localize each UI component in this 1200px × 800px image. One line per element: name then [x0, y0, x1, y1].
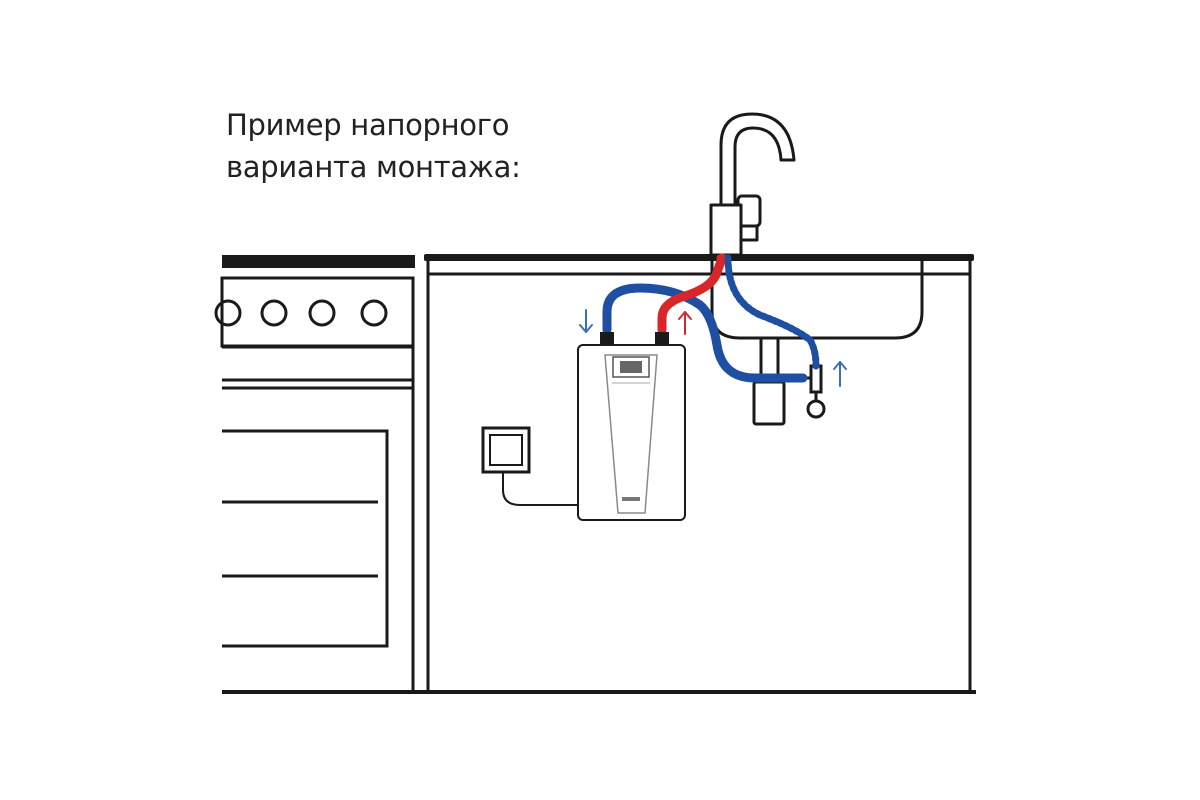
title-line-1: Пример напорного: [226, 108, 510, 142]
faucet-icon: [709, 112, 796, 257]
countertop: [424, 254, 974, 261]
stove-knobs: [214, 299, 388, 327]
angle-valve-icon: [800, 364, 826, 419]
power-cable: [502, 472, 578, 506]
flow-arrows: [579, 309, 847, 387]
cold-hose-dashed: [724, 254, 820, 370]
socket-frame: [481, 426, 531, 474]
oven-door: [222, 429, 389, 648]
stove-knob: [260, 299, 288, 327]
faucet-neck: [739, 224, 759, 242]
power-socket-icon: [481, 426, 531, 474]
diagram-title: Пример напорного варианта монтажа:: [226, 104, 521, 188]
water-heater-icon: [577, 332, 686, 521]
cabinet: [424, 254, 974, 692]
siphon-body: [752, 380, 786, 426]
cold-pipe-supply: [602, 283, 808, 383]
stove-knob: [214, 299, 242, 327]
stove-top-panel: [222, 255, 415, 268]
faucet-body: [709, 203, 743, 257]
water-pipes: [602, 253, 820, 383]
valve-knob: [806, 399, 826, 419]
faucet-spout: [719, 112, 796, 207]
stove-knob: [308, 299, 336, 327]
heater-fitting-right: [655, 332, 669, 346]
stove-icon: [214, 255, 415, 692]
hot-out-arrow-icon: [678, 311, 692, 335]
stove-burner-panel: [220, 276, 415, 348]
heater-face-panel: [604, 354, 658, 514]
heater-display-screen: [620, 361, 642, 373]
valve-body: [809, 364, 823, 394]
heater-body: [577, 344, 686, 521]
stove-knob: [360, 299, 388, 327]
cold-in-arrow-icon: [579, 309, 593, 333]
socket-inner: [489, 434, 523, 466]
title-line-2: варианта монтажа:: [226, 150, 521, 184]
cold-supply-arrow-icon: [833, 361, 847, 387]
heater-logo: [622, 497, 640, 501]
hot-pipe: [657, 253, 727, 335]
heater-fitting-left: [600, 332, 614, 346]
